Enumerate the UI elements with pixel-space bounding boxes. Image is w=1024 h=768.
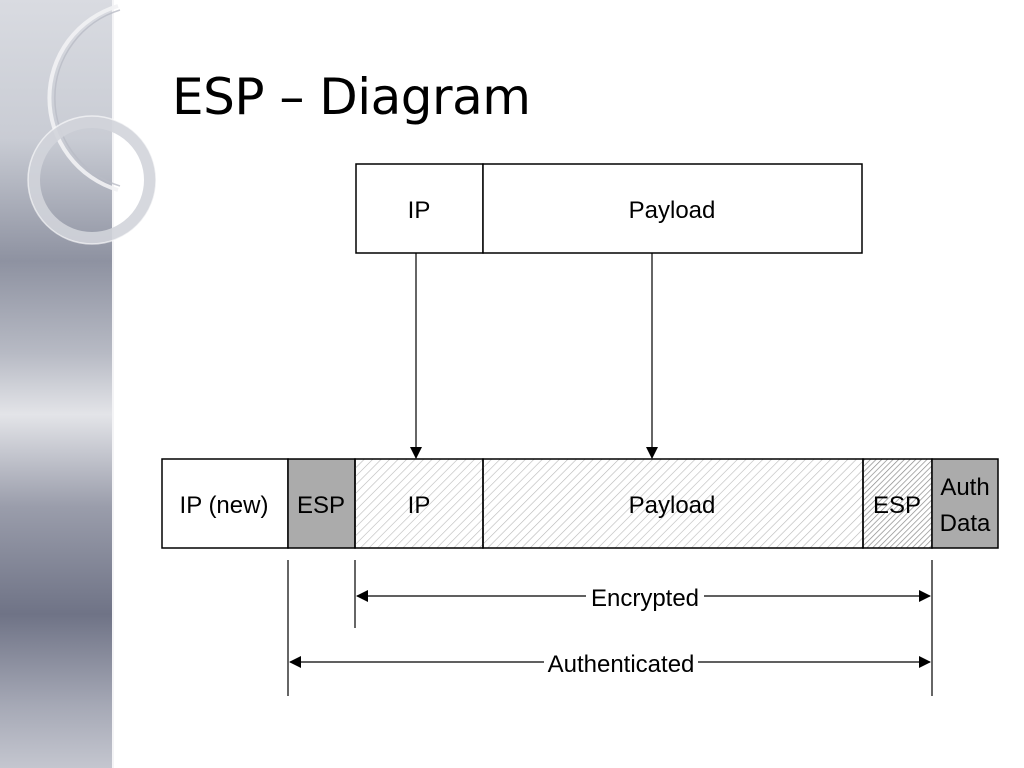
- esp-packet: IP (new) ESP IP Payload ESP Auth Data: [161, 458, 999, 549]
- ip-new-label: IP (new): [180, 492, 269, 519]
- original-ip-label: IP: [408, 197, 431, 224]
- encrypted-ip-label: IP: [408, 492, 431, 519]
- range-indicators: Encrypted Authenticated: [287, 560, 933, 696]
- encrypted-payload-box: [482, 458, 864, 549]
- mapping-arrows: [410, 253, 658, 459]
- auth-data-label-line1: Auth: [940, 474, 989, 501]
- encrypted-ip-box: [354, 458, 484, 549]
- ip-new-box: [161, 458, 289, 549]
- esp-header-box: [287, 458, 356, 549]
- esp-trailer-box: [862, 458, 933, 549]
- auth-data-label-line2: Data: [940, 510, 991, 537]
- auth-data-box: [931, 458, 999, 549]
- original-packet: IP Payload: [355, 163, 863, 254]
- original-payload-label: Payload: [629, 197, 716, 224]
- original-ip-box: [355, 163, 484, 254]
- esp-trailer-label: ESP: [873, 492, 921, 519]
- encrypted-payload-label: Payload: [629, 492, 716, 519]
- encrypted-label: Encrypted: [591, 585, 699, 612]
- slide-title: ESP – Diagram: [172, 68, 531, 126]
- authenticated-label: Authenticated: [548, 651, 695, 678]
- esp-header-label: ESP: [297, 492, 345, 519]
- decorative-rings: [27, 4, 157, 245]
- original-payload-box: [482, 163, 863, 254]
